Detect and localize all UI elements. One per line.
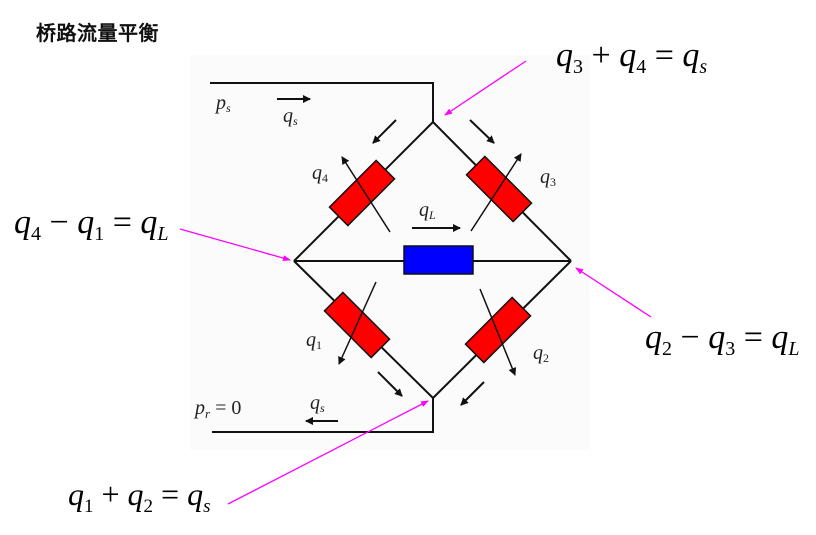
flow-arrow-q4 bbox=[372, 119, 397, 144]
label-qs-bottom: qs bbox=[310, 392, 325, 415]
equation-top-node: q3 + q4 = qs bbox=[556, 37, 707, 78]
label-q1: q1 bbox=[306, 329, 322, 352]
valve-4-adjust-arrow bbox=[341, 156, 391, 233]
label-qL: qL bbox=[419, 199, 436, 222]
annotation-leader-top bbox=[444, 60, 527, 116]
annotation-leader-bottom bbox=[227, 400, 429, 505]
label-q4: q4 bbox=[312, 162, 328, 185]
valve-4 bbox=[328, 159, 396, 227]
annotation-leader-right bbox=[575, 267, 652, 318]
flow-arrow-q1 bbox=[377, 371, 403, 397]
valve-3-adjust-arrow bbox=[470, 153, 522, 232]
equation-left-node: q4 − q1 = qL bbox=[14, 204, 169, 245]
load-resistor bbox=[403, 245, 474, 275]
valve-1-adjust-arrow bbox=[338, 281, 377, 365]
supply-pipe bbox=[210, 82, 434, 122]
valve-2 bbox=[464, 296, 532, 364]
label-pr: pr = 0 bbox=[193, 397, 241, 421]
label-qs-top: qs bbox=[283, 105, 298, 128]
return-pipe bbox=[212, 398, 434, 433]
diagram-title: 桥路流量平衡 bbox=[36, 21, 159, 45]
flow-arrow-q3 bbox=[469, 119, 495, 144]
equation-bottom-node: q1 + q2 = qs bbox=[68, 476, 211, 517]
label-q2: q2 bbox=[533, 342, 549, 365]
label-ps: ps bbox=[214, 92, 231, 115]
valve-2-adjust-arrow bbox=[479, 288, 517, 376]
flow-arrow-q2 bbox=[460, 381, 485, 406]
annotation-leader-left bbox=[179, 228, 291, 261]
label-q3: q3 bbox=[540, 166, 556, 189]
equation-right-node: q2 − q3 = qL bbox=[645, 319, 800, 360]
